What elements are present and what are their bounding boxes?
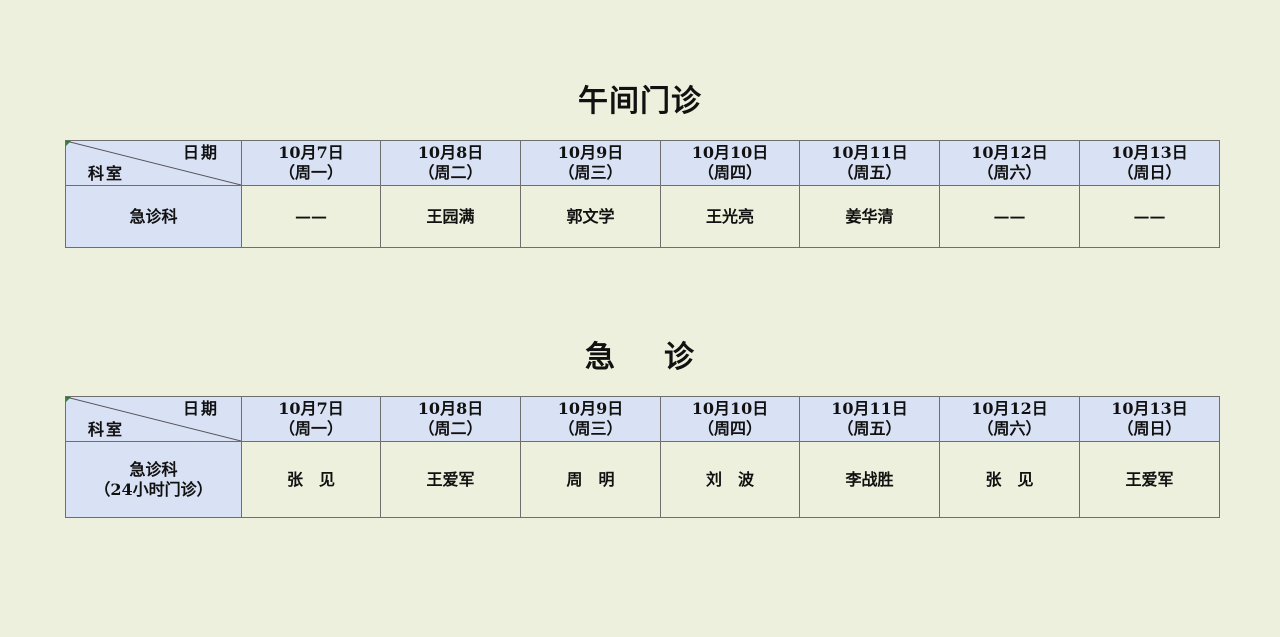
doctor-name: 李战胜 (845, 469, 894, 489)
doctor-cell[interactable]: —— (241, 185, 381, 248)
doctor-cell[interactable]: 郭文学 (520, 185, 661, 248)
date-header-cell[interactable]: 10月11日（周五） (799, 396, 940, 442)
weekday-label: （周六） (977, 419, 1042, 438)
date-header-cell[interactable]: 10月12日（周六） (939, 140, 1080, 186)
doctor-name: 王光亮 (705, 206, 754, 226)
emergency-title-part2: 诊 (664, 340, 695, 375)
doctor-cell[interactable]: 王爱军 (1079, 441, 1220, 518)
department-label: 急诊科 (129, 459, 178, 479)
emergency-title-part1: 急 (585, 340, 616, 375)
department-note: （24小时门诊） (94, 479, 213, 499)
doctor-cell[interactable]: 王园满 (380, 185, 521, 248)
weekday-label: （周四） (697, 419, 762, 438)
doctor-cell[interactable]: 刘 波 (660, 441, 800, 518)
doctor-name: 张 见 (985, 469, 1034, 489)
header-row: 日期 科室 10月7日（周一） 10月8日（周二） 10月9日（周三） 10月1… (65, 396, 1220, 442)
cell-marker (66, 141, 71, 146)
date-header-cell[interactable]: 10月9日（周三） (520, 396, 661, 442)
date-header-cell[interactable]: 10月8日（周二） (380, 140, 521, 186)
corner-cell[interactable]: 日期 科室 (65, 140, 242, 186)
emergency-title: 急诊 (0, 338, 1280, 378)
table-row: 急诊科 —— 王园满 郭文学 王光亮 姜华清 —— —— (65, 185, 1220, 248)
doctor-cell[interactable]: 李战胜 (799, 441, 940, 518)
corner-dept-label: 科室 (88, 164, 125, 183)
weekday-label: （周日） (1117, 163, 1182, 182)
date-header-cell[interactable]: 10月7日（周一） (241, 140, 381, 186)
table-row: 急诊科（24小时门诊） 张 见 王爱军 周 明 刘 波 李战胜 张 见 王爱军 (65, 441, 1220, 518)
doctor-name: 王爱军 (1125, 469, 1174, 489)
corner-dept-label: 科室 (88, 420, 125, 439)
department-label: 急诊科 (129, 206, 178, 226)
noon-clinic-table: 日期 科室 10月7日（周一） 10月8日（周二） 10月9日（周三） 10月1… (65, 140, 1220, 248)
weekday-label: （周二） (418, 419, 483, 438)
weekday-label: （周一） (278, 419, 343, 438)
corner-date-label: 日期 (182, 143, 219, 162)
weekday-label: （周五） (837, 419, 902, 438)
diagonal-line (66, 141, 241, 185)
doctor-cell[interactable]: —— (939, 185, 1080, 248)
weekday-label: （周三） (558, 163, 623, 182)
date-header-cell[interactable]: 10月13日（周日） (1079, 396, 1220, 442)
date-label: 10月13日 (1111, 399, 1188, 418)
weekday-label: （周五） (837, 163, 902, 182)
weekday-label: （周三） (558, 419, 623, 438)
date-label: 10月9日 (557, 143, 624, 162)
doctor-cell[interactable]: 周 明 (520, 441, 661, 518)
doctor-name: 王园满 (426, 206, 475, 226)
doctor-cell[interactable]: 王爱军 (380, 441, 521, 518)
department-cell[interactable]: 急诊科 (65, 185, 242, 248)
date-label: 10月8日 (417, 143, 484, 162)
date-header-cell[interactable]: 10月9日（周三） (520, 140, 661, 186)
date-header-cell[interactable]: 10月10日（周四） (660, 396, 800, 442)
date-header-cell[interactable]: 10月11日（周五） (799, 140, 940, 186)
date-label: 10月12日 (971, 143, 1048, 162)
header-row: 日期 科室 10月7日（周一） 10月8日（周二） 10月9日（周三） 10月1… (65, 140, 1220, 186)
doctor-cell[interactable]: —— (1079, 185, 1220, 248)
doctor-cell[interactable]: 姜华清 (799, 185, 940, 248)
date-label: 10月12日 (971, 399, 1048, 418)
date-label: 10月8日 (417, 399, 484, 418)
date-label: 10月13日 (1111, 143, 1188, 162)
doctor-name: 姜华清 (845, 206, 894, 226)
corner-date-label: 日期 (182, 399, 219, 418)
date-header-cell[interactable]: 10月13日（周日） (1079, 140, 1220, 186)
weekday-label: （周一） (278, 163, 343, 182)
corner-cell[interactable]: 日期 科室 (65, 396, 242, 442)
date-label: 10月11日 (831, 399, 908, 418)
doctor-cell[interactable]: 王光亮 (660, 185, 800, 248)
doctor-cell[interactable]: 张 见 (939, 441, 1080, 518)
weekday-label: （周日） (1117, 419, 1182, 438)
date-header-cell[interactable]: 10月12日（周六） (939, 396, 1080, 442)
weekday-label: （周六） (977, 163, 1042, 182)
date-label: 10月10日 (691, 399, 769, 418)
date-label: 10月10日 (691, 143, 769, 162)
doctor-name: 郭文学 (566, 206, 615, 226)
weekday-label: （周四） (697, 163, 762, 182)
doctor-name: —— (993, 206, 1026, 226)
weekday-label: （周二） (418, 163, 483, 182)
noon-clinic-title: 午间门诊 (578, 84, 702, 119)
cell-marker (66, 397, 71, 402)
doctor-name: 周 明 (566, 469, 615, 489)
diagonal-line (66, 397, 241, 441)
department-cell[interactable]: 急诊科（24小时门诊） (65, 441, 242, 518)
date-label: 10月7日 (278, 143, 344, 162)
doctor-name: —— (1133, 206, 1166, 226)
date-header-cell[interactable]: 10月10日（周四） (660, 140, 800, 186)
doctor-name: 张 见 (286, 469, 335, 489)
emergency-table: 日期 科室 10月7日（周一） 10月8日（周二） 10月9日（周三） 10月1… (65, 396, 1220, 518)
doctor-name: 王爱军 (426, 469, 475, 489)
doctor-name: —— (295, 206, 327, 226)
date-label: 10月11日 (831, 143, 908, 162)
date-header-cell[interactable]: 10月8日（周二） (380, 396, 521, 442)
doctor-name: 刘 波 (705, 469, 754, 489)
date-label: 10月9日 (557, 399, 624, 418)
date-label: 10月7日 (278, 399, 344, 418)
date-header-cell[interactable]: 10月7日（周一） (241, 396, 381, 442)
doctor-cell[interactable]: 张 见 (241, 441, 381, 518)
